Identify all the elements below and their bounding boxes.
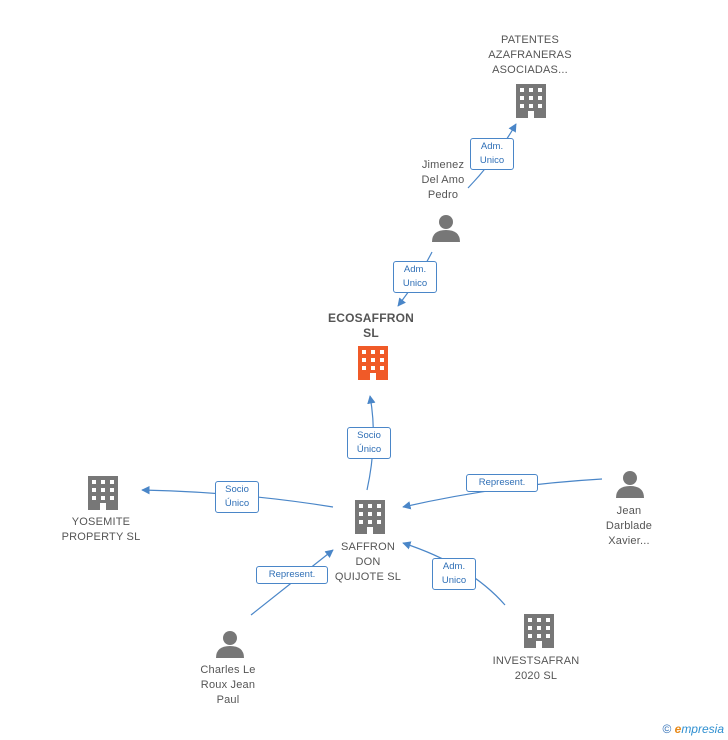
brand-logo: empresia (674, 722, 724, 736)
node-label-yosemite[interactable]: YOSEMITE PROPERTY SL (61, 516, 141, 543)
person-icon[interactable] (432, 215, 460, 242)
edge-label-jimenez-patentes: Adm. Unico (470, 138, 514, 170)
edge-label-jimenez-ecosaffron: Adm. Unico (393, 261, 437, 293)
node-label-jimenez[interactable]: Jimenez Del Amo Pedro (421, 159, 465, 201)
building-icon[interactable] (358, 346, 388, 380)
person-icon[interactable] (216, 631, 244, 658)
edge-label-jean-saffron: Represent. (466, 474, 538, 492)
edge-label-saffron-yosemite: Socio Único (215, 481, 259, 513)
building-icon[interactable] (88, 476, 118, 510)
node-label-jean[interactable]: Jean Darblade Xavier... (605, 505, 653, 547)
brand-footer: © empresia (662, 722, 724, 736)
node-label-patentes[interactable]: PATENTES AZAFRANERAS ASOCIADAS... (488, 34, 572, 76)
node-label-investsafran[interactable]: INVESTSAFRAN 2020 SL (492, 655, 580, 682)
building-icon[interactable] (516, 84, 546, 118)
node-label-saffron[interactable]: SAFFRON DON QUIJOTE SL (334, 541, 402, 583)
node-label-charles[interactable]: Charles Le Roux Jean Paul (200, 664, 256, 706)
person-icon[interactable] (616, 471, 644, 498)
node-label-ecosaffron[interactable]: ECOSAFFRON SL (328, 311, 414, 340)
edge-label-charles-saffron: Represent. (256, 566, 328, 584)
building-icon[interactable] (524, 614, 554, 648)
building-icon[interactable] (355, 500, 385, 534)
copyright-mark: © (662, 722, 672, 736)
edge-label-invest-saffron: Adm. Unico (432, 558, 476, 590)
edge-label-saffron-ecosaffron: Socio Único (347, 427, 391, 459)
